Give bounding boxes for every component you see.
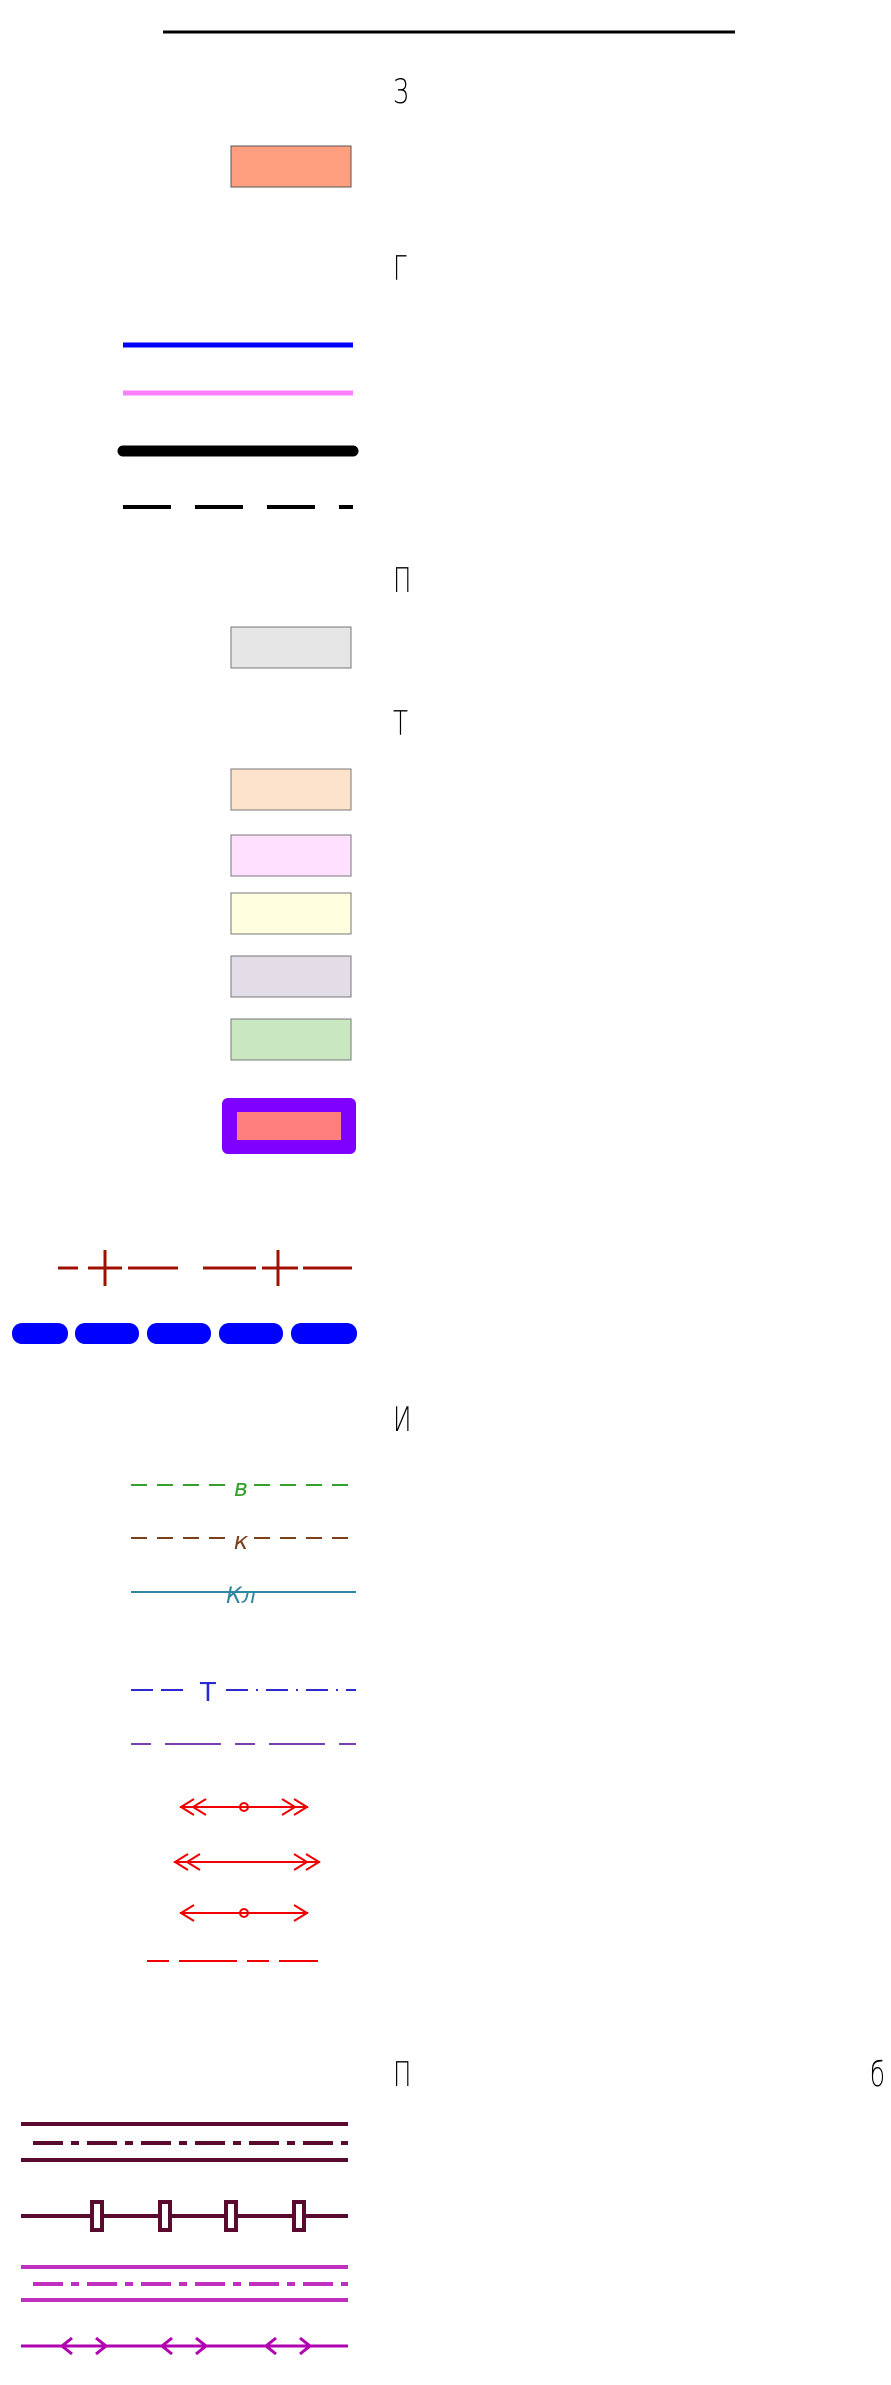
yellow-swatch xyxy=(230,892,352,935)
heat-line-label: Т xyxy=(199,1678,216,1708)
blue-dashed-thick-symbol xyxy=(12,1323,357,1344)
peach-swatch xyxy=(230,768,352,811)
sewer-line-symbol: к xyxy=(131,1527,356,1555)
red-arrow-dot-symbol-2 xyxy=(179,1904,309,1922)
section-heading-4: Т xyxy=(393,704,408,744)
zone-swatch xyxy=(230,145,352,188)
sewer-line-label: к xyxy=(234,1527,249,1555)
lavender-swatch xyxy=(230,955,352,998)
water-line-label: в xyxy=(234,1474,248,1502)
red-arrow-dot-symbol-1 xyxy=(179,1798,309,1816)
storm-line-symbol: Кл xyxy=(131,1584,356,1609)
section-heading-3: П xyxy=(393,561,412,601)
grey-swatch xyxy=(230,626,352,669)
green-swatch xyxy=(230,1018,352,1061)
dark-bridge-symbol xyxy=(21,2200,348,2232)
water-line-symbol: в xyxy=(131,1474,356,1502)
section-heading-1: З xyxy=(393,72,409,112)
heat-line-symbol: Т xyxy=(131,1678,356,1708)
section-heading-6: П xyxy=(393,2055,412,2095)
magenta-arrow-line-symbol xyxy=(21,2336,348,2356)
section-heading-2: Г xyxy=(393,249,407,289)
section-heading-5: И xyxy=(393,1400,412,1440)
magenta-road-symbol xyxy=(21,2265,348,2302)
pink-swatch xyxy=(230,834,352,877)
dark-road-symbol xyxy=(21,2122,348,2162)
storm-line-label: Кл xyxy=(226,1584,256,1609)
red-double-arrow-symbol xyxy=(173,1853,321,1871)
framed-swatch xyxy=(222,1098,356,1154)
red-cross-line-symbol xyxy=(58,1250,352,1286)
section-heading-6-right: б xyxy=(870,2055,885,2095)
